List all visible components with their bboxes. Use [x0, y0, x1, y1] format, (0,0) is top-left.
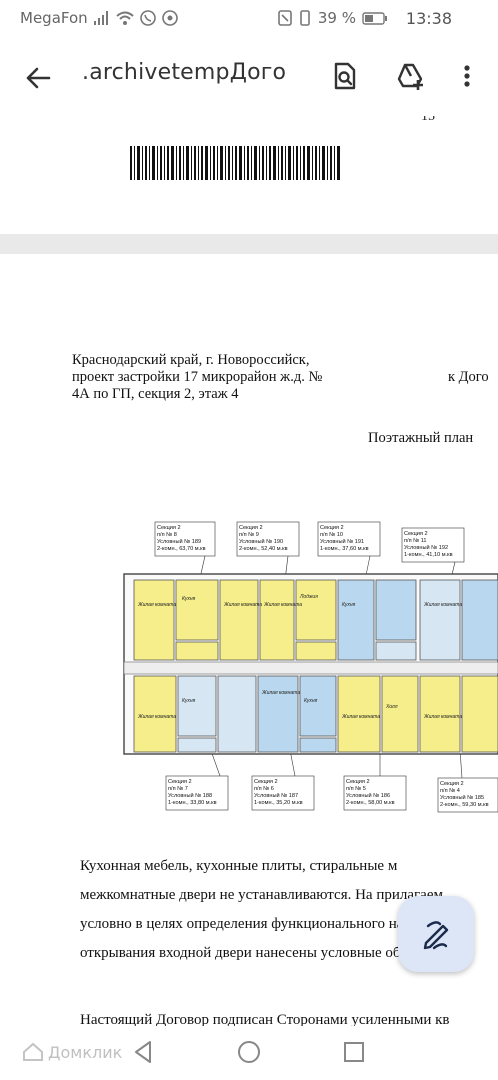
callout-7-line3: Условный № 188 — [168, 792, 212, 799]
room-label-living-2: Жилая комната — [223, 602, 262, 608]
paragraph-line-3: условно в целях определения функциональн… — [80, 916, 454, 932]
callout-10-line3: Условный № 191 — [320, 538, 364, 545]
room-label-kitchen-3: Кухня — [182, 698, 196, 704]
paragraph-line-1: Кухонная мебель, кухонные плиты, стираль… — [80, 858, 398, 874]
callout-5-line2: п/п № 5 — [346, 786, 366, 792]
vibrate-icon — [300, 10, 310, 26]
viber-icon — [139, 10, 156, 26]
edit-fab-button[interactable] — [398, 896, 474, 972]
nav-home-icon[interactable] — [235, 1038, 263, 1066]
callout-9-line3: Условный № 190 — [239, 538, 283, 545]
signal-icon — [93, 11, 108, 25]
watermark: Домклик — [22, 1042, 122, 1062]
callout-5-line1: Секция 2 — [346, 779, 370, 785]
callout-7-line4: 1-комн., 33,80 м.кв — [168, 800, 217, 806]
callout-9-line4: 2-комн., 52,40 м.кв — [239, 546, 288, 552]
apartment-callouts-top — [154, 521, 465, 563]
callout-6-line2: п/п № 6 — [254, 786, 274, 792]
callout-11-line4: 1-комн., 41,10 м.кв — [404, 552, 453, 558]
room-label-living-8: Жилая комната — [423, 714, 462, 720]
callout-10-line1: Секция 2 — [320, 525, 344, 531]
floor-plan-title: Поэтажный план — [368, 430, 474, 446]
callout-6-line1: Секция 2 — [254, 779, 278, 785]
page-previous: 15 — [0, 116, 498, 234]
document-viewer[interactable]: 15 Краснодарский край, г. Новороссийск, … — [0, 116, 498, 1026]
room-label-living-4: Жилая комната — [423, 602, 462, 608]
watermark-text: Домклик — [48, 1042, 123, 1062]
floor-plan-image: Секция 2 п/п № 8 Условный № 189 2-комн.,… — [123, 521, 498, 813]
callout-8-line2: п/п № 8 — [157, 532, 177, 538]
nfc-icon — [278, 10, 292, 26]
status-left: MegaFon — [20, 9, 178, 27]
address-line-2: проект застройки 17 микрорайон ж.д. № — [72, 369, 323, 385]
callout-8-line3: Условный № 189 — [157, 538, 201, 545]
callout-11-line3: Условный № 192 — [404, 544, 448, 551]
page-number: 15 — [421, 116, 435, 124]
callout-4-line1: Секция 2 — [440, 781, 464, 787]
add-to-drive-icon[interactable] — [394, 60, 426, 92]
room-label-kitchen: Кухня — [182, 596, 196, 602]
room-label-living: Жилая комната — [137, 602, 176, 608]
room-label-living-3: Жилая комната — [263, 602, 302, 608]
callout-10-line2: п/п № 10 — [320, 532, 343, 538]
callout-4-line3: Условный № 185 — [440, 794, 484, 801]
whatsapp-icon — [161, 10, 178, 26]
room-label-kitchen-4: Кухня — [304, 698, 318, 704]
address-line-3: 4А по ГП, секция 2, этаж 4 — [72, 386, 239, 402]
address-block: Краснодарский край, г. Новороссийск, про… — [72, 352, 492, 403]
callout-11-line1: Секция 2 — [404, 531, 428, 537]
battery-icon — [362, 11, 387, 25]
callout-5-line3: Условный № 186 — [346, 792, 390, 799]
nav-back-icon[interactable] — [130, 1038, 158, 1066]
callout-10-line4: 1-комн., 37,60 м.кв — [320, 546, 369, 552]
callout-9-line1: Секция 2 — [239, 525, 263, 531]
apartment-callouts-bottom — [165, 775, 498, 813]
paragraph-signature: Настоящий Договор подписан Сторонами уси… — [80, 1012, 450, 1026]
domclick-logo-icon — [23, 1042, 43, 1061]
room-label-living-7: Жилая комната — [341, 714, 380, 720]
callout-6-line3: Условный № 187 — [254, 792, 298, 799]
callout-6-line4: 1-комн., 35,20 м.кв — [254, 800, 303, 806]
more-options-icon[interactable] — [452, 60, 482, 92]
carrier-label: MegaFon — [20, 9, 88, 27]
nav-recents-icon[interactable] — [340, 1038, 368, 1066]
wifi-icon — [116, 11, 134, 25]
edit-pen-icon — [423, 921, 449, 950]
paragraph-furniture: Кухонная мебель, кухонные плиты, стираль… — [80, 852, 498, 968]
address-line-1: Краснодарский край, г. Новороссийск, — [72, 352, 310, 368]
paragraph-line-4: открывания входной двери нанесены условн… — [80, 945, 443, 961]
callout-8-line4: 2-комн., 63,70 м.кв — [157, 546, 206, 552]
callout-8-line1: Секция 2 — [157, 525, 181, 531]
document-title: .archivetempДого — [82, 60, 287, 85]
status-bar: MegaFon 39 % 13:38 — [0, 0, 498, 38]
callout-7-line1: Секция 2 — [168, 779, 192, 785]
callout-4-line4: 2-комн., 59,30 м.кв — [440, 802, 489, 808]
clock: 13:38 — [405, 9, 452, 28]
page-current: Краснодарский край, г. Новороссийск, про… — [0, 254, 498, 1026]
room-label-living-6: Жилая комната — [261, 690, 300, 696]
callout-7-line2: п/п № 7 — [168, 786, 188, 792]
system-nav-bar: Домклик — [0, 1026, 498, 1080]
barcode-image — [130, 146, 340, 180]
status-right: 39 % — [278, 9, 388, 27]
room-label-hall: Холл — [385, 704, 398, 710]
search-document-icon[interactable] — [328, 60, 360, 92]
app-bar: .archivetempДого — [0, 38, 498, 116]
callout-11-line2: п/п № 11 — [404, 538, 427, 544]
room-label-kitchen-2: Кухня — [342, 602, 356, 608]
callout-9-line2: п/п № 9 — [239, 532, 259, 538]
battery-label: 39 % — [317, 9, 356, 27]
room-label-loggia: Лоджия — [299, 594, 318, 600]
callout-4-line2: п/п № 4 — [440, 788, 460, 794]
room-label-living-5: Жилая комната — [137, 714, 176, 720]
back-arrow-icon[interactable] — [22, 62, 54, 94]
paragraph-line-2: межкомнатные двери не устанавливаются. Н… — [80, 887, 443, 903]
callout-5-line4: 2-комн., 58,00 м.кв — [346, 800, 395, 806]
address-right-text: к Дого — [448, 369, 489, 385]
